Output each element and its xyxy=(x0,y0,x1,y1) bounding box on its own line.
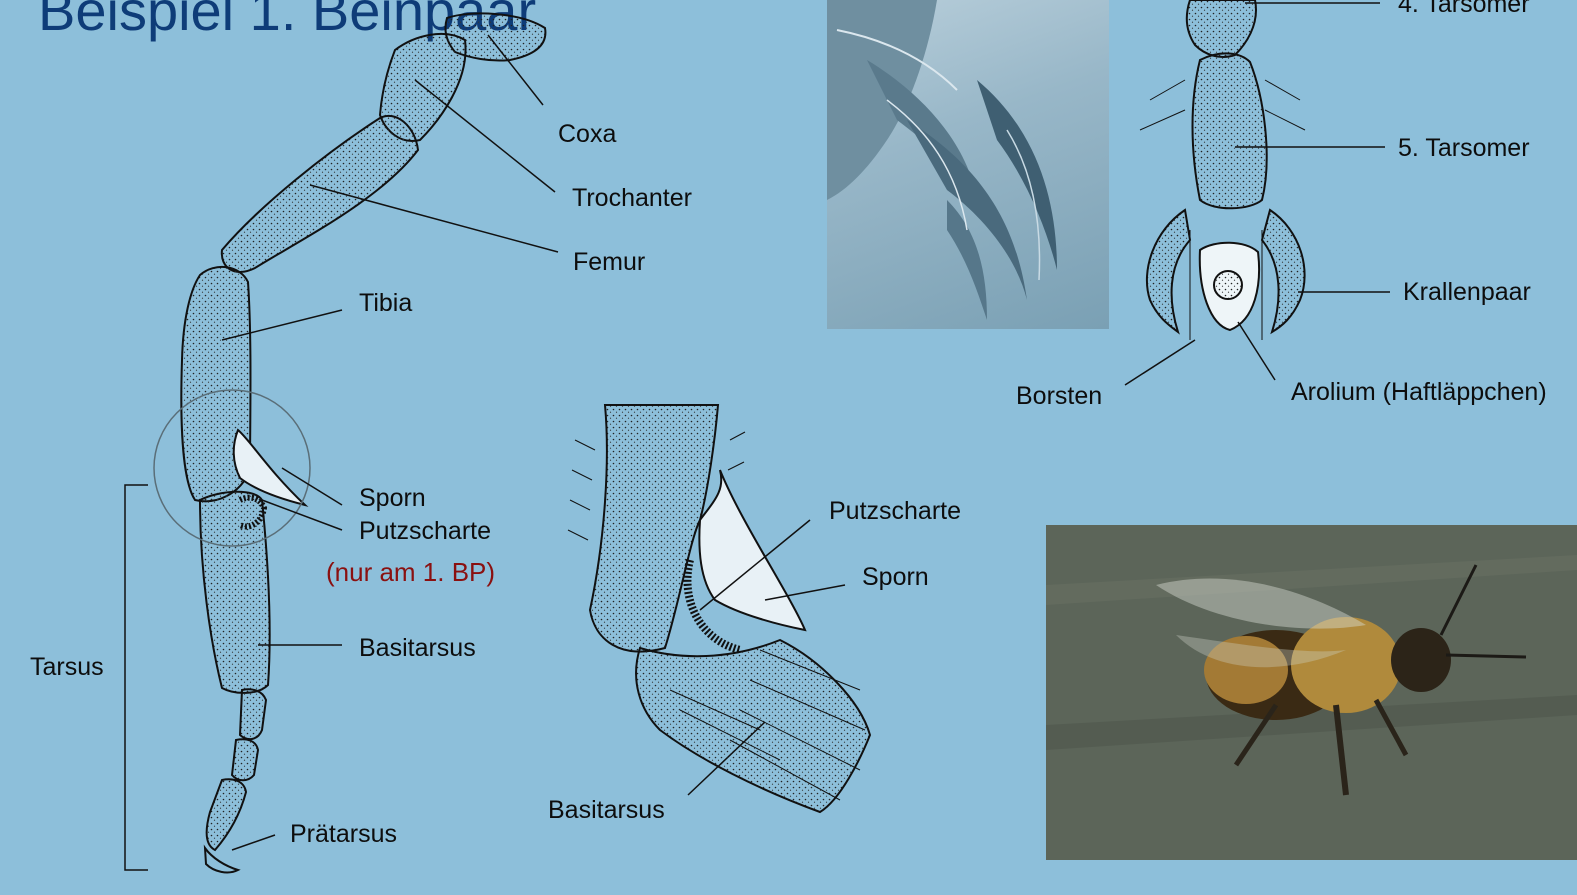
label-detail-putzscharte: Putzscharte xyxy=(829,499,961,524)
claw-right xyxy=(1262,210,1305,332)
label-krallenpaar: Krallenpaar xyxy=(1403,280,1531,305)
label-coxa: Coxa xyxy=(558,122,616,147)
tarsomer-4 xyxy=(1187,0,1256,57)
tarsal-segments xyxy=(207,689,266,850)
label-basitarsus: Basitarsus xyxy=(359,636,476,661)
claw-left xyxy=(1147,210,1190,332)
leader-femur xyxy=(310,185,558,252)
label-femur: Femur xyxy=(573,250,645,275)
tarsus-bracket xyxy=(125,485,148,870)
femur-segment xyxy=(222,116,418,272)
label-borsten: Borsten xyxy=(1016,384,1102,409)
label-trochanter: Trochanter xyxy=(572,186,692,211)
label-note-first-leg: (nur am 1. BP) xyxy=(326,559,495,585)
label-tarsus: Tarsus xyxy=(30,655,104,680)
detail-spur xyxy=(699,470,805,630)
label-tibia: Tibia xyxy=(359,291,412,316)
foot-drawing xyxy=(1147,0,1305,332)
arolium-pad xyxy=(1214,271,1242,299)
label-tarsomer5: 5. Tarsomer xyxy=(1398,136,1530,161)
label-putzscharte: Putzscharte xyxy=(359,519,491,544)
label-detail-basitarsus: Basitarsus xyxy=(548,798,665,823)
tarsomer-5 xyxy=(1193,53,1267,208)
bee-leg-drawing xyxy=(181,13,545,872)
label-sporn: Sporn xyxy=(359,486,426,511)
label-tarsomer4: 4. Tarsomer xyxy=(1398,0,1530,17)
leader-arolium xyxy=(1238,322,1275,380)
label-arolium: Arolium (Haftläppchen) xyxy=(1291,380,1547,405)
label-detail-sporn: Sporn xyxy=(862,565,929,590)
basitarsus-segment xyxy=(200,492,270,693)
leader-borsten xyxy=(1125,340,1195,385)
leader-trochanter xyxy=(415,80,555,192)
leader-praetarsus xyxy=(232,835,275,850)
praetarsus-claw xyxy=(205,848,238,872)
detail-basitarsus xyxy=(636,640,870,812)
label-praetarsus: Prätarsus xyxy=(290,822,397,847)
detail-drawing xyxy=(590,405,870,812)
